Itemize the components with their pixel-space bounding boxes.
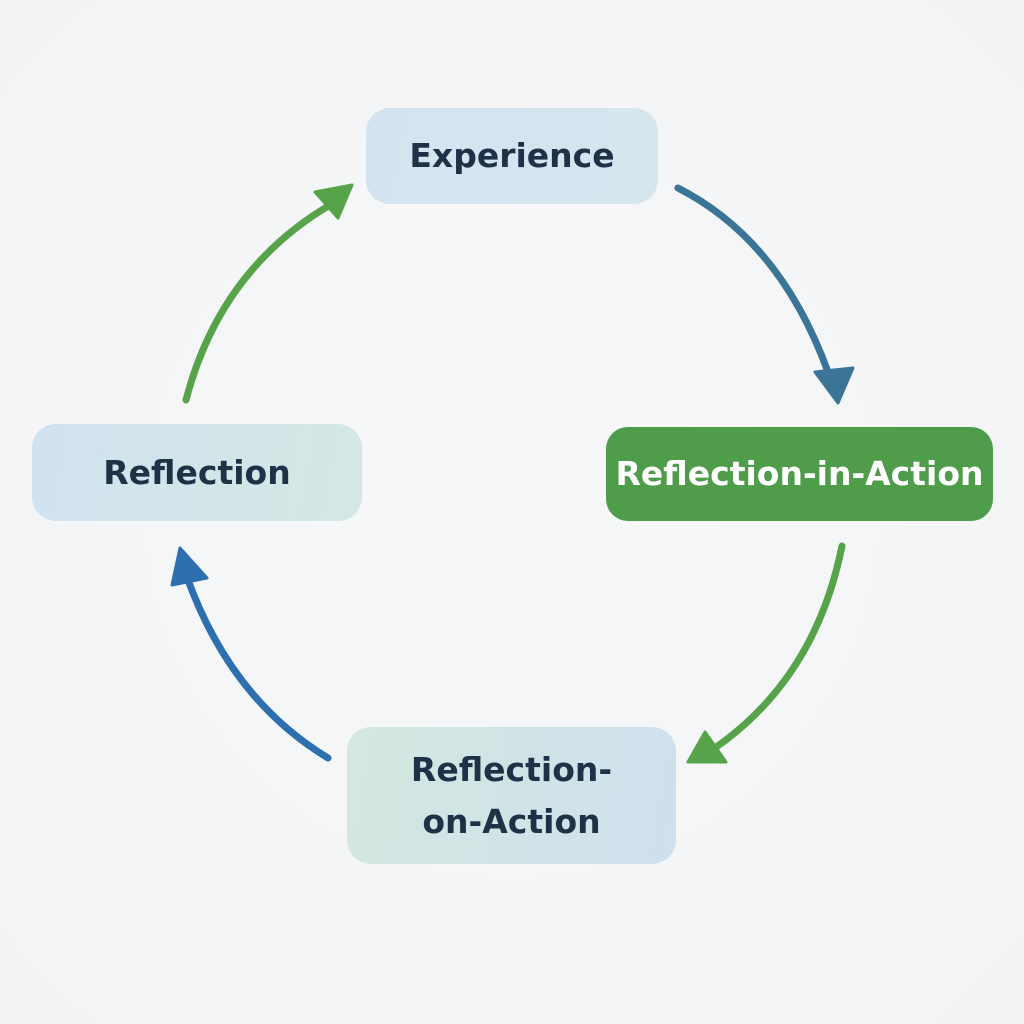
- arrow-experience-to-reflection-in-action: [674, 184, 855, 405]
- node-experience: Experience: [366, 108, 658, 204]
- node-reflection-on-action: Reflection- on-Action: [347, 727, 676, 864]
- node-reflection: Reflection: [32, 424, 362, 521]
- arrow-reflection-to-experience: [182, 183, 354, 404]
- arrow-reflection-in-action-to-reflection-on-action: [686, 542, 846, 764]
- node-reflection-on-action-line1: Reflection-: [410, 750, 613, 790]
- node-reflection-label: Reflection: [103, 452, 291, 492]
- node-experience-label: Experience: [409, 136, 615, 176]
- node-reflection-on-action-text: Reflection- on-Action: [411, 744, 612, 846]
- node-reflection-on-action-line2: on-Action: [422, 801, 601, 841]
- node-reflection-in-action: Reflection-in-Action: [606, 427, 993, 521]
- arrow-reflection-on-action-to-reflection: [170, 546, 332, 762]
- node-reflection-in-action-label: Reflection-in-Action: [615, 454, 984, 494]
